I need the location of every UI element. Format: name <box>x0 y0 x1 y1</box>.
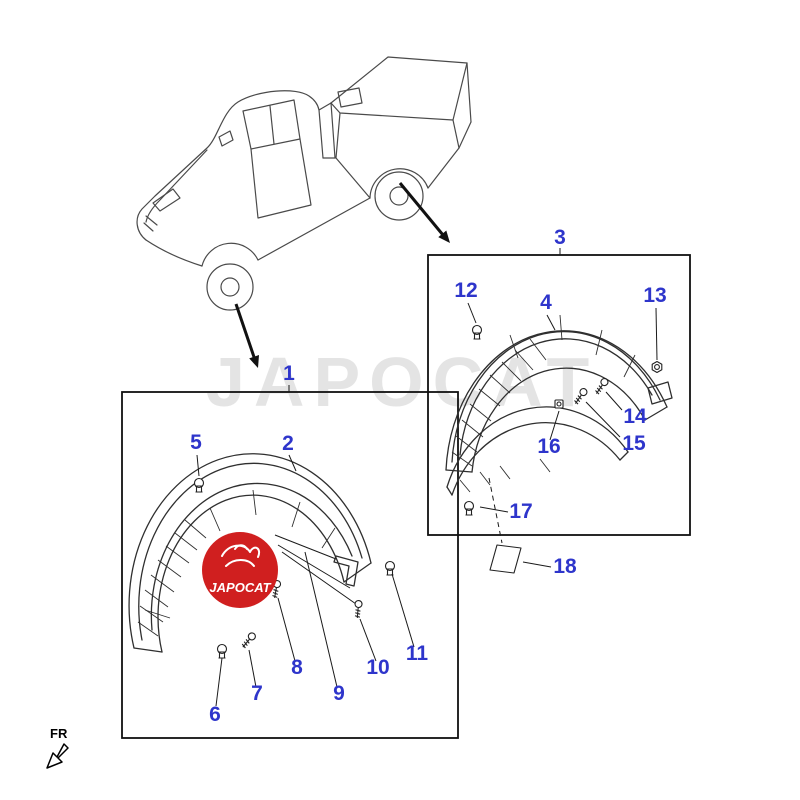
bolt-part-10 <box>354 599 363 619</box>
clip-part-5 <box>193 477 205 493</box>
callout-3[interactable]: 3 <box>554 226 566 249</box>
arrow-to-front-fender-box <box>234 303 259 368</box>
callout-6[interactable]: 6 <box>209 703 221 726</box>
nut-part-13 <box>651 360 663 374</box>
fr-label: FR <box>50 726 68 741</box>
callout-12[interactable]: 12 <box>454 279 477 302</box>
japocat-logo: JAPOCAT <box>202 532 278 608</box>
clip-part-11 <box>384 560 396 576</box>
molding-hatch-lines <box>451 338 547 467</box>
callout-14[interactable]: 14 <box>623 405 647 428</box>
callout-leader-lines <box>196 248 658 707</box>
truck-illustration <box>136 56 472 311</box>
molding-hatch-lines <box>137 519 207 637</box>
detail-box-front-fender <box>121 391 459 739</box>
arrow-to-rear-fender-box <box>398 182 450 243</box>
callout-18[interactable]: 18 <box>553 555 577 578</box>
logo-text: JAPOCAT <box>209 580 271 595</box>
callout-13[interactable]: 13 <box>643 284 666 307</box>
callout-10[interactable]: 10 <box>366 656 389 679</box>
bolt-part-14 <box>595 378 609 395</box>
callout-5[interactable]: 5 <box>190 431 202 454</box>
bolt-part-15 <box>574 388 588 405</box>
detail-box-rear-fender <box>427 254 691 536</box>
rear-fender-molding-part <box>445 314 673 544</box>
bolt-part-7 <box>241 632 256 649</box>
callout-4[interactable]: 4 <box>540 291 552 314</box>
watermark-text: JAPOCAT <box>206 343 599 421</box>
callout-8[interactable]: 8 <box>291 656 303 679</box>
callout-16[interactable]: 16 <box>537 435 560 458</box>
clip-part-12 <box>471 324 483 340</box>
clip-part-6 <box>216 643 228 659</box>
callout-9[interactable]: 9 <box>333 682 345 705</box>
front-fender-molding-part <box>128 453 372 653</box>
callout-15[interactable]: 15 <box>622 432 646 455</box>
callout-1[interactable]: 1 <box>283 362 295 385</box>
callout-11[interactable]: 11 <box>406 642 429 665</box>
logo-circle <box>202 532 278 608</box>
logo-ornament <box>221 544 260 567</box>
callout-17[interactable]: 17 <box>509 500 532 523</box>
callout-2[interactable]: 2 <box>282 432 294 455</box>
grommet-part-16 <box>554 399 564 409</box>
sticker-part-18 <box>489 544 522 574</box>
fr-direction-indicator: FR <box>46 726 69 769</box>
callout-7[interactable]: 7 <box>251 682 263 705</box>
fr-arrow-icon <box>46 743 69 769</box>
clip-part-17 <box>463 500 475 516</box>
